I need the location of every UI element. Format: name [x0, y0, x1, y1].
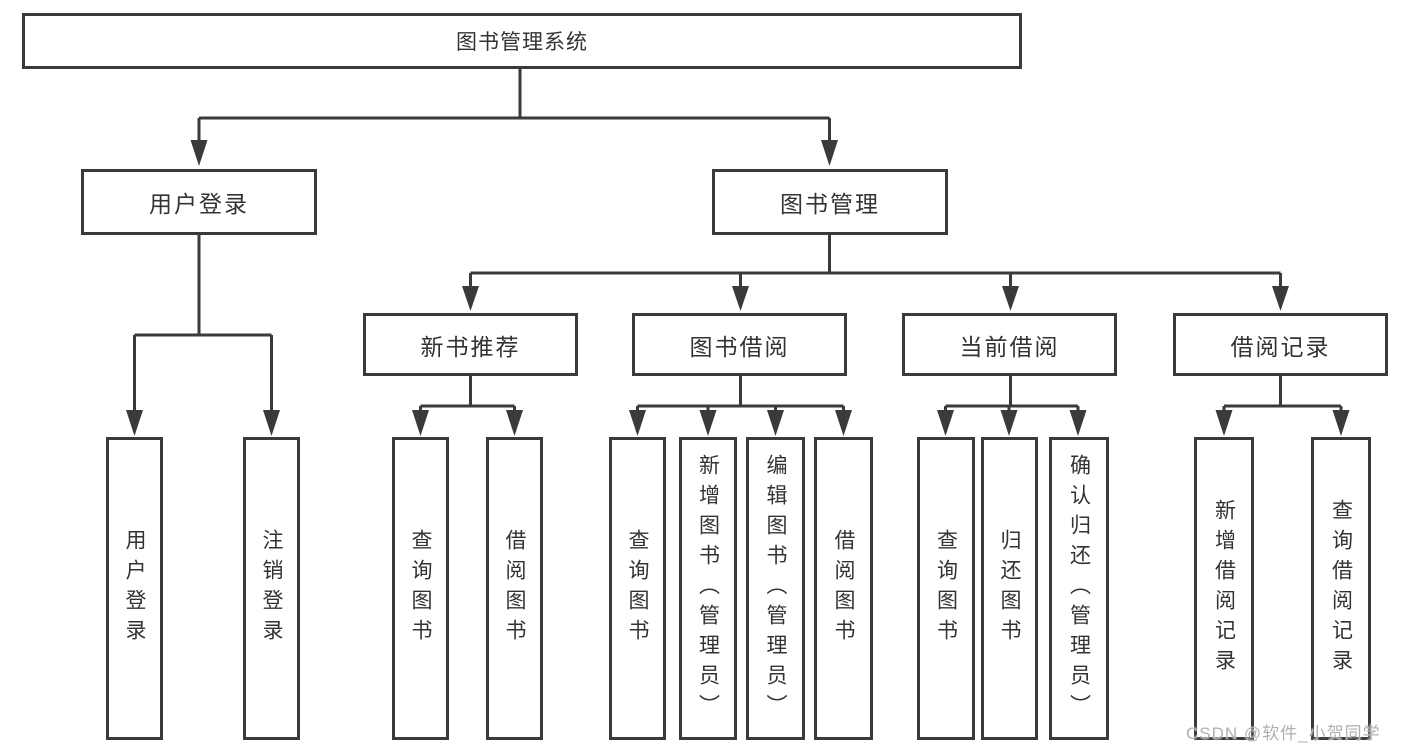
node-label: 借阅记录	[1230, 333, 1331, 360]
node-label: 图书管理	[780, 191, 880, 217]
leaf-label: 借阅图书	[832, 528, 855, 649]
arrowhead	[462, 286, 479, 311]
arrowhead	[1272, 286, 1289, 311]
leaf-label: 借阅图书	[503, 528, 526, 649]
arrowhead	[821, 140, 838, 166]
arrowhead	[1002, 286, 1019, 311]
leaf-return-book: 归还图书	[981, 437, 1038, 740]
leaf-label: 查询图书	[409, 528, 432, 649]
leaf-user-login: 用户登录	[106, 437, 163, 740]
leaf-query-borrow-record: 查询借阅记录	[1311, 437, 1371, 740]
node-book-borrowing: 图书借阅	[632, 313, 847, 376]
node-new-book-recommendation: 新书推荐	[363, 313, 578, 376]
leaf-query-books-recommend: 查询图书	[392, 437, 449, 740]
arrowhead	[767, 410, 784, 436]
leaf-label: 用户登录	[123, 528, 146, 649]
node-user-login: 用户登录	[81, 169, 317, 235]
leaf-edit-book-admin: 编辑图书（管理员）	[746, 437, 805, 740]
arrowhead	[732, 286, 749, 311]
node-borrowing-records: 借阅记录	[1173, 313, 1388, 376]
node-label: 用户登录	[149, 191, 249, 217]
arrowhead	[699, 410, 717, 436]
leaf-query-books-current: 查询图书	[917, 437, 975, 740]
leaf-borrow-books-borrowing: 借阅图书	[814, 437, 873, 740]
arrowhead	[1332, 410, 1350, 436]
arrowhead	[1215, 410, 1233, 436]
leaf-logout: 注销登录	[243, 437, 300, 740]
arrowhead	[412, 410, 429, 436]
leaf-add-book-admin: 新增图书（管理员）	[679, 437, 737, 740]
node-book-management: 图书管理	[712, 169, 948, 235]
leaf-label: 注销登录	[260, 528, 283, 649]
leaf-label: 确认归还（管理员）	[1067, 453, 1091, 724]
leaf-label: 新增借阅记录	[1212, 498, 1236, 679]
node-label: 新书推荐	[420, 333, 521, 360]
node-library-management-system: 图书管理系统	[22, 13, 1022, 69]
arrowhead	[629, 410, 646, 436]
leaf-add-borrow-record: 新增借阅记录	[1194, 437, 1254, 740]
arrowhead	[1000, 410, 1018, 436]
leaf-label: 归还图书	[998, 528, 1021, 649]
arrowhead	[835, 410, 852, 436]
csdn-watermark: CSDN @软件_小贺同学	[1186, 724, 1381, 743]
leaf-label: 编辑图书（管理员）	[764, 453, 787, 724]
arrowhead	[506, 410, 523, 436]
node-label: 当前借阅	[959, 333, 1060, 360]
arrowhead	[1069, 410, 1087, 436]
node-label: 图书管理系统	[456, 31, 588, 54]
arrowhead	[937, 410, 954, 436]
arrowhead	[190, 140, 208, 166]
leaf-borrow-books-recommend: 借阅图书	[486, 437, 543, 740]
arrowhead	[126, 410, 143, 436]
leaf-label: 查询图书	[934, 528, 958, 649]
leaf-query-books-borrowing: 查询图书	[609, 437, 666, 740]
leaf-label: 新增图书（管理员）	[696, 453, 720, 724]
leaf-label: 查询借阅记录	[1329, 498, 1353, 679]
arrowhead	[263, 410, 280, 436]
leaf-label: 查询图书	[626, 528, 649, 649]
leaf-confirm-return-admin: 确认归还（管理员）	[1049, 437, 1109, 740]
node-current-borrowing: 当前借阅	[902, 313, 1117, 376]
arrowheads	[126, 140, 1350, 436]
node-label: 图书借阅	[689, 333, 790, 360]
